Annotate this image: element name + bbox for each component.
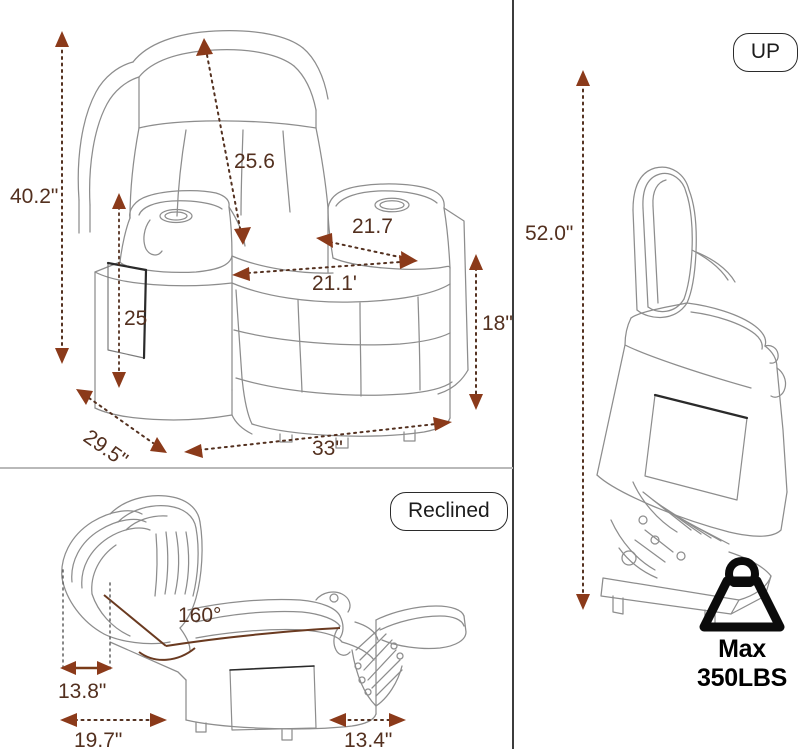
panel-front-view: 40.2" 25.6 21.7 21.1' [0, 0, 513, 468]
dimension-recline-angle: 160° [103, 594, 341, 661]
dimension-reclined-body-length: 19.7" [60, 713, 167, 749]
panel-reclined-view: 160° 13.8" 19.7" [0, 470, 513, 749]
up-view-drawing: 52.0" [525, 70, 788, 629]
dimension-label-overall-height: 40.2" [10, 185, 58, 208]
arrow-down-icon [234, 227, 251, 245]
dimension-lifted-height: 52.0" [525, 70, 590, 610]
angle-arc-icon [138, 647, 196, 661]
dimension-overall-width: 33" [184, 417, 452, 460]
dimension-label-seat-depth: 21.7 [352, 215, 393, 238]
arrow-down-icon [112, 372, 126, 388]
dimension-arm-height: 25 [112, 193, 147, 388]
arrow-left-icon [329, 713, 346, 727]
dimension-label-footrest-extension: 13.4" [344, 729, 392, 749]
arrow-up-left-icon [76, 389, 93, 405]
recliner-lifted-outline [596, 166, 788, 629]
arrow-right-icon [150, 713, 167, 727]
arrow-right-icon [399, 255, 417, 269]
dimension-label-backrest-overhang: 13.8" [58, 680, 106, 703]
badge-up-label: UP [750, 40, 780, 63]
dimension-backrest-overhang: 13.8" [58, 569, 113, 703]
arrow-right-icon [389, 713, 406, 727]
arrow-left-icon [316, 233, 333, 248]
reclined-view-drawing: 160° 13.8" 19.7" [58, 495, 467, 749]
panel-weight-capacity: Max 350LBS [515, 470, 800, 749]
dimension-footrest-extension: 13.4" [329, 713, 406, 749]
recliner-reclined-outline [61, 495, 467, 741]
capacity-line-2: 350LBS [697, 663, 787, 692]
dimension-label-seat-height: 18" [482, 312, 513, 335]
front-view-drawing: 40.2" 25.6 21.7 21.1' [10, 30, 513, 468]
capacity-line-1: Max [718, 635, 766, 663]
dimension-label-arm-height: 25 [124, 307, 147, 330]
badge-reclined-label: Reclined [408, 499, 490, 522]
dimension-label-backrest-height: 25.6 [234, 150, 275, 173]
arrow-left-icon [184, 444, 203, 458]
arrow-up-icon [469, 254, 483, 270]
arrow-down-right-icon [150, 437, 167, 453]
panel-divider-horizontal [0, 467, 513, 469]
dimension-seat-height: 18" [469, 254, 513, 410]
dimension-label-lifted-height: 52.0" [525, 222, 573, 245]
panel-up-view: 52.0" UP [515, 0, 800, 749]
dimension-label-reclined-body-length: 19.7" [74, 729, 122, 749]
recliner-front-outline [77, 30, 469, 449]
arrow-up-icon [196, 38, 213, 56]
arrow-down-icon [576, 594, 590, 610]
dimension-label-seat-width: 21.1' [312, 272, 357, 295]
arrow-down-icon [55, 348, 69, 364]
arrow-left-icon [60, 661, 76, 675]
arrow-up-icon [55, 31, 69, 47]
arrow-down-icon [469, 394, 483, 410]
arrow-left-icon [60, 713, 77, 727]
arrow-up-icon [576, 70, 590, 86]
dimension-label-overall-depth: 29.5" [79, 425, 132, 468]
arrow-left-icon [232, 267, 250, 281]
dimension-overall-height: 40.2" [10, 31, 69, 364]
arrow-up-icon [112, 193, 126, 209]
badge-reclined: Reclined [390, 492, 508, 531]
dimension-overall-depth: 29.5" [76, 389, 167, 468]
panel-divider-vertical [512, 0, 514, 749]
dimension-label-recline-angle: 160° [178, 604, 221, 627]
badge-up: UP [732, 33, 798, 72]
dimension-label-overall-width: 33" [312, 437, 343, 460]
weight-icon [699, 557, 785, 632]
dimension-backrest-height: 25.6 [196, 38, 275, 245]
arrow-right-icon [97, 661, 113, 675]
arrow-right-icon [433, 417, 452, 431]
dimension-seat-width: 21.1' [232, 255, 417, 295]
